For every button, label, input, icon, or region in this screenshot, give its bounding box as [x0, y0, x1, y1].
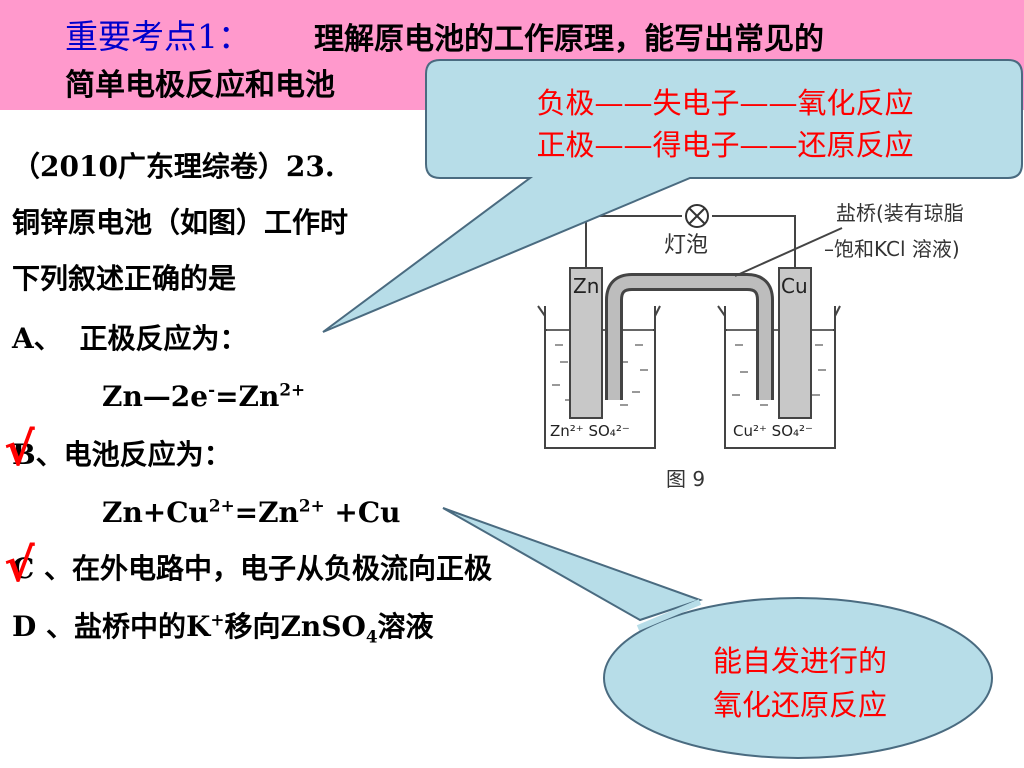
cu-label: Cu: [781, 274, 808, 298]
bulb-icon: [685, 204, 709, 228]
option-c-text: 、在外电路中，电子从负极流向正极: [34, 552, 493, 585]
callout-bottom-tail: [442, 507, 704, 622]
zn-electrode: [569, 267, 603, 419]
option-b-text: 、电池反应为：: [35, 438, 232, 471]
key-point-label: 重要考点1：: [65, 17, 251, 56]
question-stem-2: 下列叙述正确的是: [12, 262, 237, 295]
callout-top: [322, 59, 1023, 333]
callout-top-line-2: 正极——得电子——还原反应: [536, 128, 914, 162]
salt-bridge-label-1: 盐桥(装有琼脂: [836, 201, 964, 225]
option-b[interactable]: B、电池反应为：: [12, 438, 232, 472]
option-d-label: D: [12, 610, 37, 643]
salt-bridge-label-2: –饱和KCl 溶液): [824, 237, 960, 261]
check-mark-b-icon: √: [4, 422, 35, 476]
zn-label: Zn: [573, 274, 599, 298]
option-b-equation: Zn+Cu2+=Zn2+ +Cu: [102, 495, 401, 529]
bulb-label: 灯泡: [664, 233, 708, 258]
key-point-text-line2: 简单电极反应和电池: [65, 68, 335, 103]
option-a-text: 正极反应为：: [79, 322, 248, 355]
callout-top-line-1: 负极——失电子——氧化反应: [536, 86, 914, 120]
question-stem-1: 铜锌原电池（如图）工作时: [12, 206, 349, 239]
left-ions-label: Zn²⁺ SO₄²⁻: [550, 422, 630, 440]
option-c-label: C: [12, 552, 35, 585]
right-ions-label: Cu²⁺ SO₄²⁻: [733, 422, 813, 440]
callout-bottom: [603, 597, 993, 759]
cu-electrode: [778, 267, 812, 419]
option-b-label: B: [12, 438, 36, 471]
figure-caption: 图 9: [666, 467, 705, 491]
callout-bottom-line-1: 能自发进行的: [712, 644, 887, 678]
option-c[interactable]: C 、在外电路中，电子从负极流向正极: [12, 552, 492, 586]
option-a-equation: Zn—2e-=Zn2+: [102, 379, 306, 413]
callout-bottom-line-2: 氧化还原反应: [712, 688, 887, 722]
option-a-label: A、: [12, 322, 62, 355]
option-a[interactable]: A、 正极反应为：: [12, 322, 248, 356]
key-point-text: 理解原电池的工作原理，能写出常见的: [314, 22, 824, 57]
option-d[interactable]: D 、盐桥中的K+移向ZnSO4溶液: [12, 609, 434, 647]
question-source: （2010广东理综卷）23.: [12, 150, 335, 183]
check-mark-c-icon: √: [4, 538, 35, 592]
